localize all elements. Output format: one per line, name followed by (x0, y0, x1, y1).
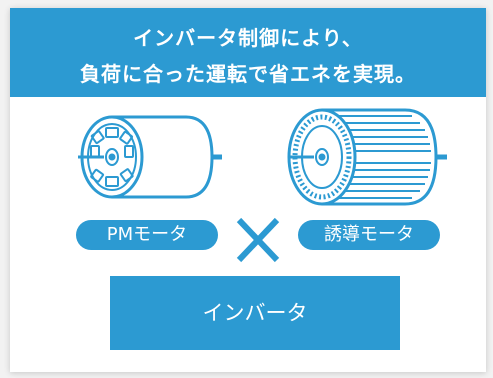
pm-motor-label: PMモータ (106, 224, 188, 245)
induction-motor-label: 誘導モータ (324, 224, 414, 245)
header-line-2: 負荷に合った運転で省エネを実現。 (80, 62, 416, 86)
induction-motor-icon (287, 108, 447, 206)
header-line-1: インバータ制御により、 (133, 26, 363, 50)
induction-motor-label-pill (298, 220, 440, 250)
pm-motor-label-pill (76, 220, 218, 250)
header-banner: インバータ制御により、 負荷に合った運転で省エネを実現。 (10, 8, 486, 97)
inverter-box: インバータ (110, 276, 400, 350)
pm-motor-icon (78, 115, 222, 199)
inverter-label: インバータ (202, 301, 308, 325)
multiply-icon (236, 217, 280, 263)
